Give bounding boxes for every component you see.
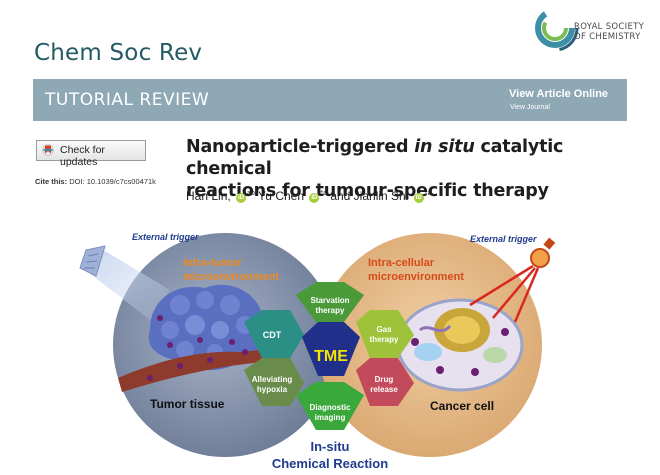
hex-hypoxia-label-1: Alleviating [252, 375, 293, 384]
trigger-arrows [469, 264, 540, 323]
hex-imaging-label-1: Diagnostic [310, 403, 351, 412]
rsc-logo[interactable] [535, 2, 653, 68]
hex-imaging-label-2: imaging [315, 413, 346, 422]
article-type: TUTORIAL REVIEW [45, 90, 210, 110]
citation: Cite this: DOI: 10.1039/c7cs00471k [35, 177, 156, 186]
orcid-icon[interactable]: iD [413, 193, 424, 203]
graphical-abstract: External trigger Intra-tumor microenviro… [79, 232, 556, 471]
author-affiliation: *a [320, 190, 327, 197]
author-name[interactable]: and Jianlin Shi [330, 189, 409, 203]
tme-label: TME [314, 348, 348, 365]
journal-title[interactable]: Chem Soc Rev [34, 40, 203, 66]
orcid-icon[interactable]: iD [236, 193, 247, 203]
cite-label: Cite this: [35, 177, 68, 186]
caption-line-1: In-situ [311, 439, 350, 454]
cancer-cell [396, 298, 524, 392]
article-type-banner: TUTORIAL REVIEW View Article Online View… [33, 79, 627, 121]
tumor-tissue-label: Tumor tissue [150, 397, 225, 411]
cancer-cell-label: Cancer cell [430, 399, 494, 413]
title-italic: in situ [414, 137, 475, 157]
title-part-2: catalytic chemical [186, 137, 564, 179]
intra-tumor-label-line-2: microenvironment [183, 271, 279, 283]
crossmark-icon [42, 144, 54, 156]
publisher-line-2: OF CHEMISTRY [574, 32, 641, 42]
external-trigger-right-label: External trigger [470, 234, 537, 244]
hex-starvation-label-1: Starvation [310, 296, 349, 305]
author-affiliation: *a [424, 190, 432, 197]
hex-starvation-label-2: therapy [316, 306, 345, 315]
hex-starvation-therapy [296, 282, 364, 322]
hex-diagnostic-imaging [296, 382, 364, 430]
external-trigger-left-label: External trigger [132, 232, 199, 242]
author-list: Han Lin, iDab Yu Chen iD*a and Jianlin S… [186, 189, 431, 203]
light-beam [88, 248, 170, 320]
author-affiliation: ab [247, 190, 255, 197]
hex-gas-label-2: therapy [370, 335, 399, 344]
caption-line-2: Chemical Reaction [272, 456, 388, 471]
publisher-line-1: ROYAL SOCIETY [574, 22, 645, 32]
hex-hypoxia-label-2: hypoxia [257, 385, 288, 394]
hex-gas-label-1: Gas [376, 325, 392, 334]
orcid-icon[interactable]: iD [309, 193, 320, 203]
hex-cdt-label: CDT [263, 330, 282, 340]
view-article-online-link[interactable]: View Article Online [509, 88, 609, 100]
rsc-wordmark: ROYAL SOCIETY OF CHEMISTRY [574, 22, 644, 42]
hex-alleviating-hypoxia [244, 358, 304, 406]
hex-drug-release [356, 358, 414, 406]
title-part-1: Nanoparticle-triggered [186, 137, 415, 157]
hex-center [302, 322, 360, 376]
therapy-hexagons: Starvation therapy CDT Gas therapy TME A… [244, 282, 414, 430]
intra-cellular-label-line-2: microenvironment [368, 271, 464, 283]
nanoparticles [147, 315, 248, 381]
article-title: Nanoparticle-triggered in situ catalytic… [186, 136, 626, 202]
blood-vessel [118, 348, 282, 392]
hex-gas-therapy [356, 310, 414, 358]
title-line-2: reactions for tumour-specific therapy [186, 181, 549, 201]
intra-cellular-label-line-1: Intra-cellular [368, 257, 435, 269]
intra-tumor-label-line-1: Intra-tumor [183, 257, 242, 269]
cite-doi[interactable]: DOI: 10.1039/c7cs00471k [69, 177, 156, 186]
light-bulb-icon [530, 237, 556, 268]
tumor-mass [148, 284, 268, 371]
hex-cdt [244, 310, 304, 358]
light-source-icon [79, 245, 106, 277]
check-for-updates-button[interactable]: Check for updates [36, 140, 146, 168]
check-for-updates-label: Check for updates [60, 144, 105, 168]
view-journal-link[interactable]: View Journal [510, 104, 550, 111]
author-name[interactable]: Yu Chen [257, 189, 305, 203]
author-name[interactable]: Han Lin, [186, 189, 231, 203]
hex-drug-label-2: release [370, 385, 398, 394]
hex-drug-label-1: Drug [375, 375, 394, 384]
